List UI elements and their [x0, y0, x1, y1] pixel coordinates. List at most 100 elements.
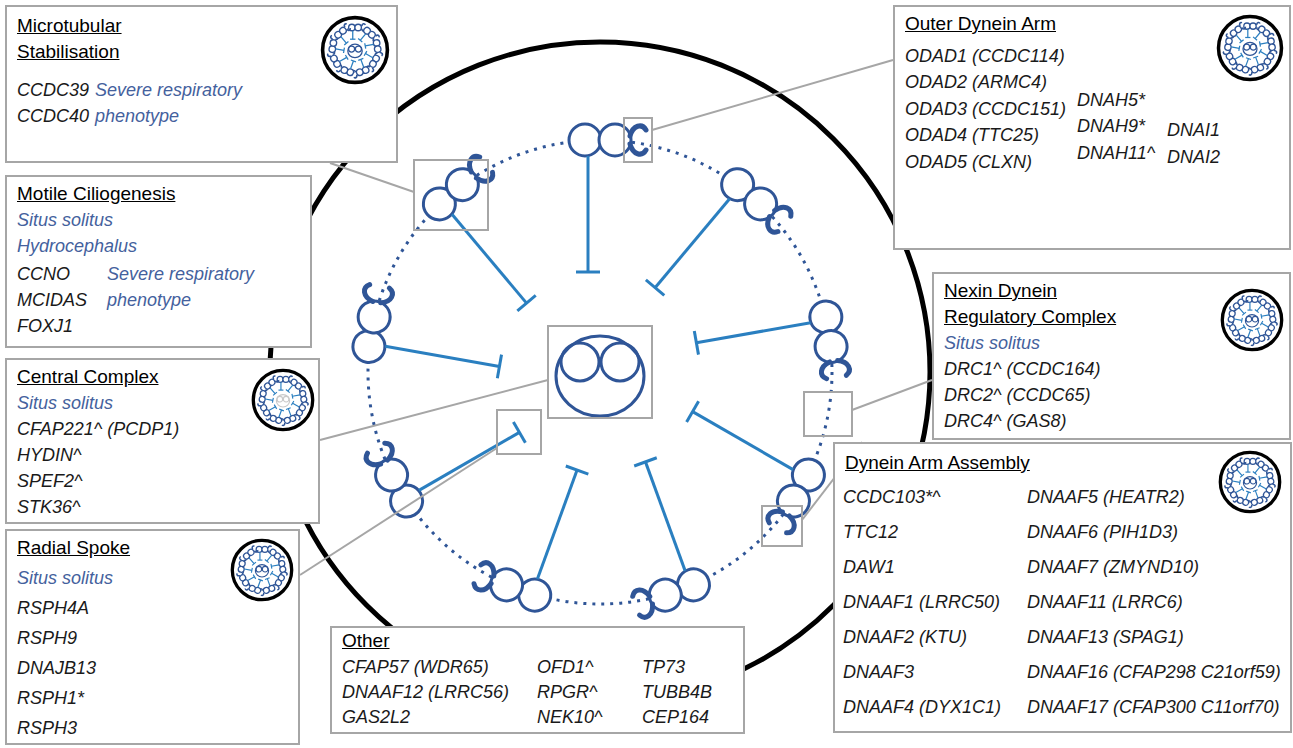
- cilium-icon: [250, 367, 316, 433]
- phenotype-note: Situs solitus: [17, 207, 113, 233]
- gene-group-box: Outer Dynein ArmODAD1 (CCDC114)ODAD2 (AR…: [893, 5, 1291, 250]
- gene-name: DNAAF3: [843, 659, 914, 685]
- gene-name: DAW1: [843, 554, 895, 580]
- gene-name: ODAD5 (CLXN): [905, 149, 1032, 175]
- microtubule-doublet: [350, 284, 509, 386]
- cilium-icon-shape: [1219, 17, 1282, 80]
- highlight-frame: [497, 410, 541, 454]
- gene-name: RSPH9: [17, 625, 77, 651]
- microtubule-doublet: [472, 450, 595, 615]
- section-heading: Microtubular Stabilisation: [17, 13, 167, 65]
- section-heading: Other: [342, 628, 390, 654]
- gene-name: DNAH9*: [1077, 113, 1145, 139]
- section-heading: Dynein Arm Assembly: [845, 450, 1030, 476]
- gene-name: MCIDAS: [17, 287, 87, 313]
- cilium-icon: [1217, 449, 1283, 515]
- leader-line: [330, 163, 414, 192]
- highlight-frame: [762, 506, 802, 546]
- microtubule-doublet: [591, 455, 714, 620]
- cilium-icon-shape: [323, 18, 388, 83]
- gene-name: CCNO: [17, 261, 70, 287]
- gene-name: DRC1^ (CCDC164): [944, 356, 1100, 382]
- gene-name: CFAP57 (WDR65): [342, 654, 489, 680]
- gene-name: RSPH1*: [17, 685, 84, 711]
- central-microtubule: [561, 343, 599, 381]
- cilium-icon-shape: [1220, 452, 1279, 511]
- gene-name: RSPH3: [17, 715, 77, 741]
- highlight-frame: [414, 160, 488, 230]
- gene-group-box: Dynein Arm AssemblyCCDC103*^TTC12DAW1DNA…: [833, 442, 1292, 733]
- phenotype-note: Situs solitus: [17, 390, 113, 416]
- cilium-icon-shape: [253, 370, 312, 429]
- gene-name: OFD1^: [537, 654, 593, 680]
- gene-group-box: Motile CiliogenesisSitus solitusHydrocep…: [5, 175, 312, 348]
- phenotype-note: Severe respiratory phenotype: [107, 261, 292, 313]
- highlight-frames: [414, 118, 852, 546]
- leader-line: [652, 60, 893, 130]
- microtubule-doublet: [569, 124, 646, 272]
- leader-line: [320, 380, 548, 440]
- phenotype-note: Severe respiratory phenotype: [95, 77, 275, 129]
- gene-group-box: Nexin Dynein Regulatory ComplexSitus sol…: [932, 272, 1291, 440]
- leader-line: [300, 448, 497, 575]
- gene-name: DNAAF7 (ZMYND10): [1027, 554, 1199, 580]
- microtubule-doublet: [362, 382, 529, 523]
- section-heading: Motile Ciliogenesis: [17, 181, 175, 207]
- nexin-link-ring: [368, 140, 832, 604]
- gene-name: SPEF2^: [17, 468, 82, 494]
- cilium-icon-shape: [1222, 290, 1281, 349]
- cilium-icon: [319, 14, 391, 86]
- gene-name: CFAP221^ (PCDP1): [17, 416, 179, 442]
- gene-name: DNAAF16 (CFAP298 C21orf59): [1027, 659, 1281, 685]
- gene-name: DNAAF6 (PIH1D3): [1027, 519, 1178, 545]
- leader-line: [852, 380, 932, 410]
- gene-name: ODAD1 (CCDC114): [905, 43, 1065, 69]
- highlight-frame: [548, 326, 652, 418]
- gene-name: DNAAF11 (LRRC6): [1027, 589, 1183, 615]
- section-heading: Outer Dynein Arm: [905, 11, 1056, 37]
- section-heading: Radial Spoke: [17, 535, 130, 561]
- gene-name: DNAI1: [1167, 117, 1220, 143]
- section-heading: Nexin Dynein Regulatory Complex: [944, 278, 1144, 330]
- microtubule-doublet: [641, 162, 795, 325]
- microtubule-doublet: [417, 152, 571, 315]
- gene-name: DNAAF5 (HEATR2): [1027, 484, 1185, 510]
- central-microtubule: [601, 343, 639, 381]
- gene-name: ODAD4 (TTC25): [905, 122, 1039, 148]
- gene-name: FOXJ1: [17, 313, 73, 339]
- gene-name: RPGR^: [537, 679, 597, 705]
- gene-name: CCDC39: [17, 77, 89, 103]
- gene-name: DNAI2: [1167, 144, 1220, 170]
- gene-name: GAS2L2: [342, 704, 410, 730]
- gene-name: RSPH4A: [17, 595, 89, 621]
- cilium-icon: [1219, 287, 1285, 353]
- gene-name: DNAAF17 (CFAP300 C11orf70): [1027, 694, 1279, 720]
- microtubule-doublet: [693, 298, 852, 400]
- cilium-icon: [229, 537, 295, 603]
- highlight-frame: [804, 392, 852, 436]
- highlight-frame: [624, 118, 652, 162]
- phenotype-note: Situs solitus: [944, 330, 1040, 356]
- gene-name: DNAAF2 (KTU): [843, 624, 967, 650]
- gene-name: CEP164: [642, 704, 709, 730]
- gene-name: HYDIN^: [17, 442, 81, 468]
- gene-name: DNAAF13 (SPAG1): [1027, 624, 1184, 650]
- gene-name: DRC2^ (CCDC65): [944, 382, 1090, 408]
- gene-group-box: OtherCFAP57 (WDR65)DNAAF12 (LRRC56)GAS2L…: [330, 626, 745, 734]
- central-sheath: [556, 336, 644, 416]
- gene-name: DNAJB13: [17, 655, 96, 681]
- gene-group-box: Microtubular StabilisationCCDC39CCDC40Se…: [5, 5, 398, 163]
- gene-name: STK36^: [17, 494, 80, 520]
- gene-name: ODAD2 (ARMC4): [905, 69, 1047, 95]
- gene-name: ODAD3 (CCDC151): [905, 96, 1066, 122]
- section-heading: Central Complex: [17, 364, 159, 390]
- gene-name: DNAAF1 (LRRC50): [843, 589, 1000, 615]
- cilium-icon: [1215, 13, 1285, 83]
- gene-name: DRC4^ (GAS8): [944, 408, 1066, 434]
- gene-group-box: Central ComplexSitus solitusCFAP221^ (PC…: [5, 358, 320, 524]
- phenotype-note: Situs solitus: [17, 565, 113, 591]
- gene-name: TUBB4B: [642, 679, 712, 705]
- gene-name: TP73: [642, 654, 685, 680]
- gene-name: CCDC40: [17, 103, 89, 129]
